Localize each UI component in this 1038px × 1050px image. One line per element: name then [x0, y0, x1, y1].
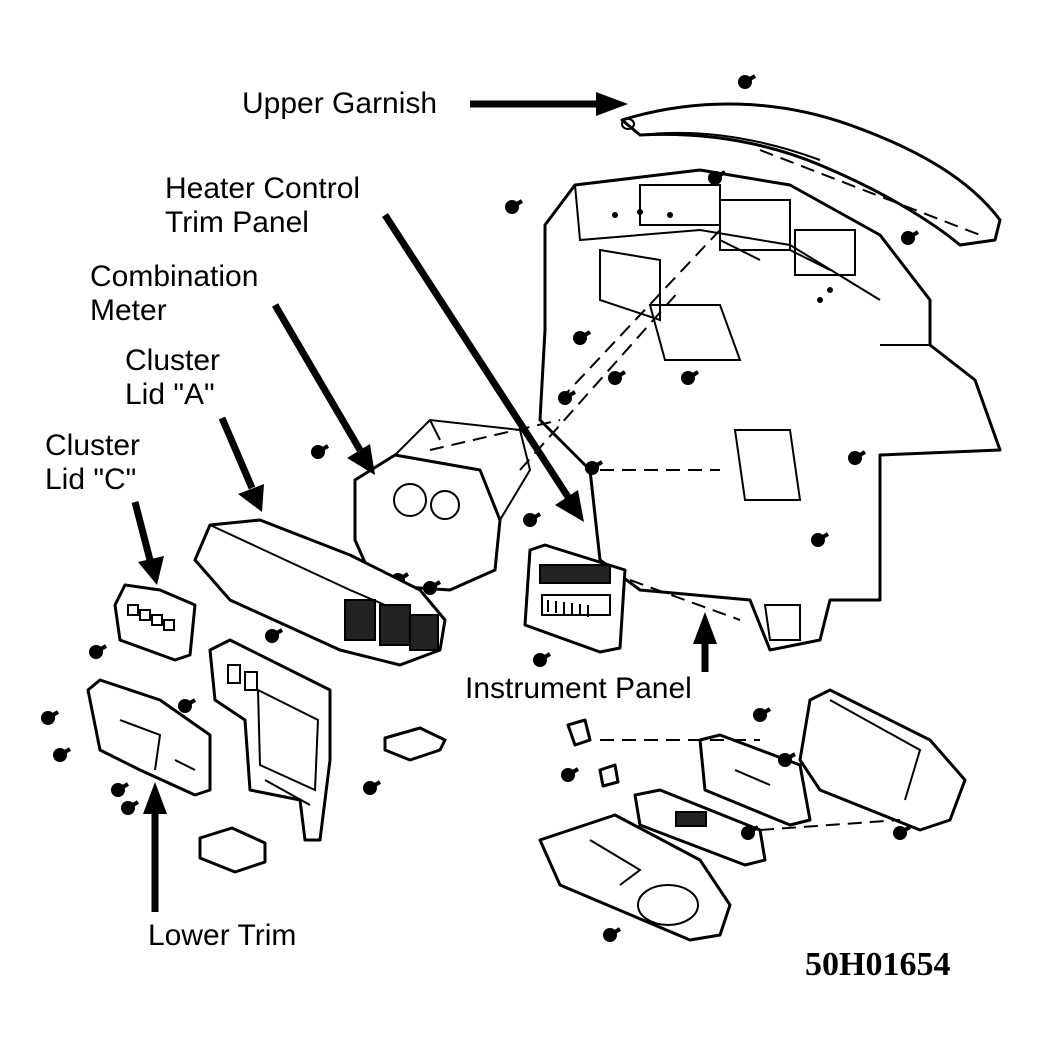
label-cluster-lid-c-line1: Cluster — [45, 429, 140, 462]
label-lower-trim: Lower Trim — [148, 919, 296, 952]
label-cluster-lid-a-line1: Cluster — [125, 344, 220, 377]
label-instrument-panel: Instrument Panel — [465, 672, 692, 705]
label-heater-control-line2: Trim Panel — [165, 206, 309, 239]
label-combination-meter-line2: Meter — [90, 294, 167, 327]
cluster-lid-c-part — [113, 583, 197, 662]
label-heater-control-line1: Heater Control — [165, 172, 360, 205]
combination-meter-part — [353, 418, 532, 592]
heater-control-trim-panel-part — [208, 638, 332, 842]
ashtray-part — [198, 826, 267, 874]
instrument-panel-part — [538, 168, 1002, 652]
bracket-part — [383, 726, 447, 762]
cluster-lid-a-part — [193, 518, 447, 667]
label-upper-garnish: Upper Garnish — [242, 87, 437, 120]
glove-box-part — [538, 688, 967, 942]
lower-trim-part — [86, 678, 212, 797]
figure-code: 50H01654 — [805, 946, 950, 983]
label-cluster-lid-c-line2: Lid "C" — [45, 463, 136, 496]
heater-control-unit-part — [523, 543, 627, 654]
label-combination-meter-line1: Combination — [90, 260, 258, 293]
label-cluster-lid-a-line2: Lid "A" — [125, 378, 215, 411]
upper-garnish-part — [620, 102, 1002, 247]
